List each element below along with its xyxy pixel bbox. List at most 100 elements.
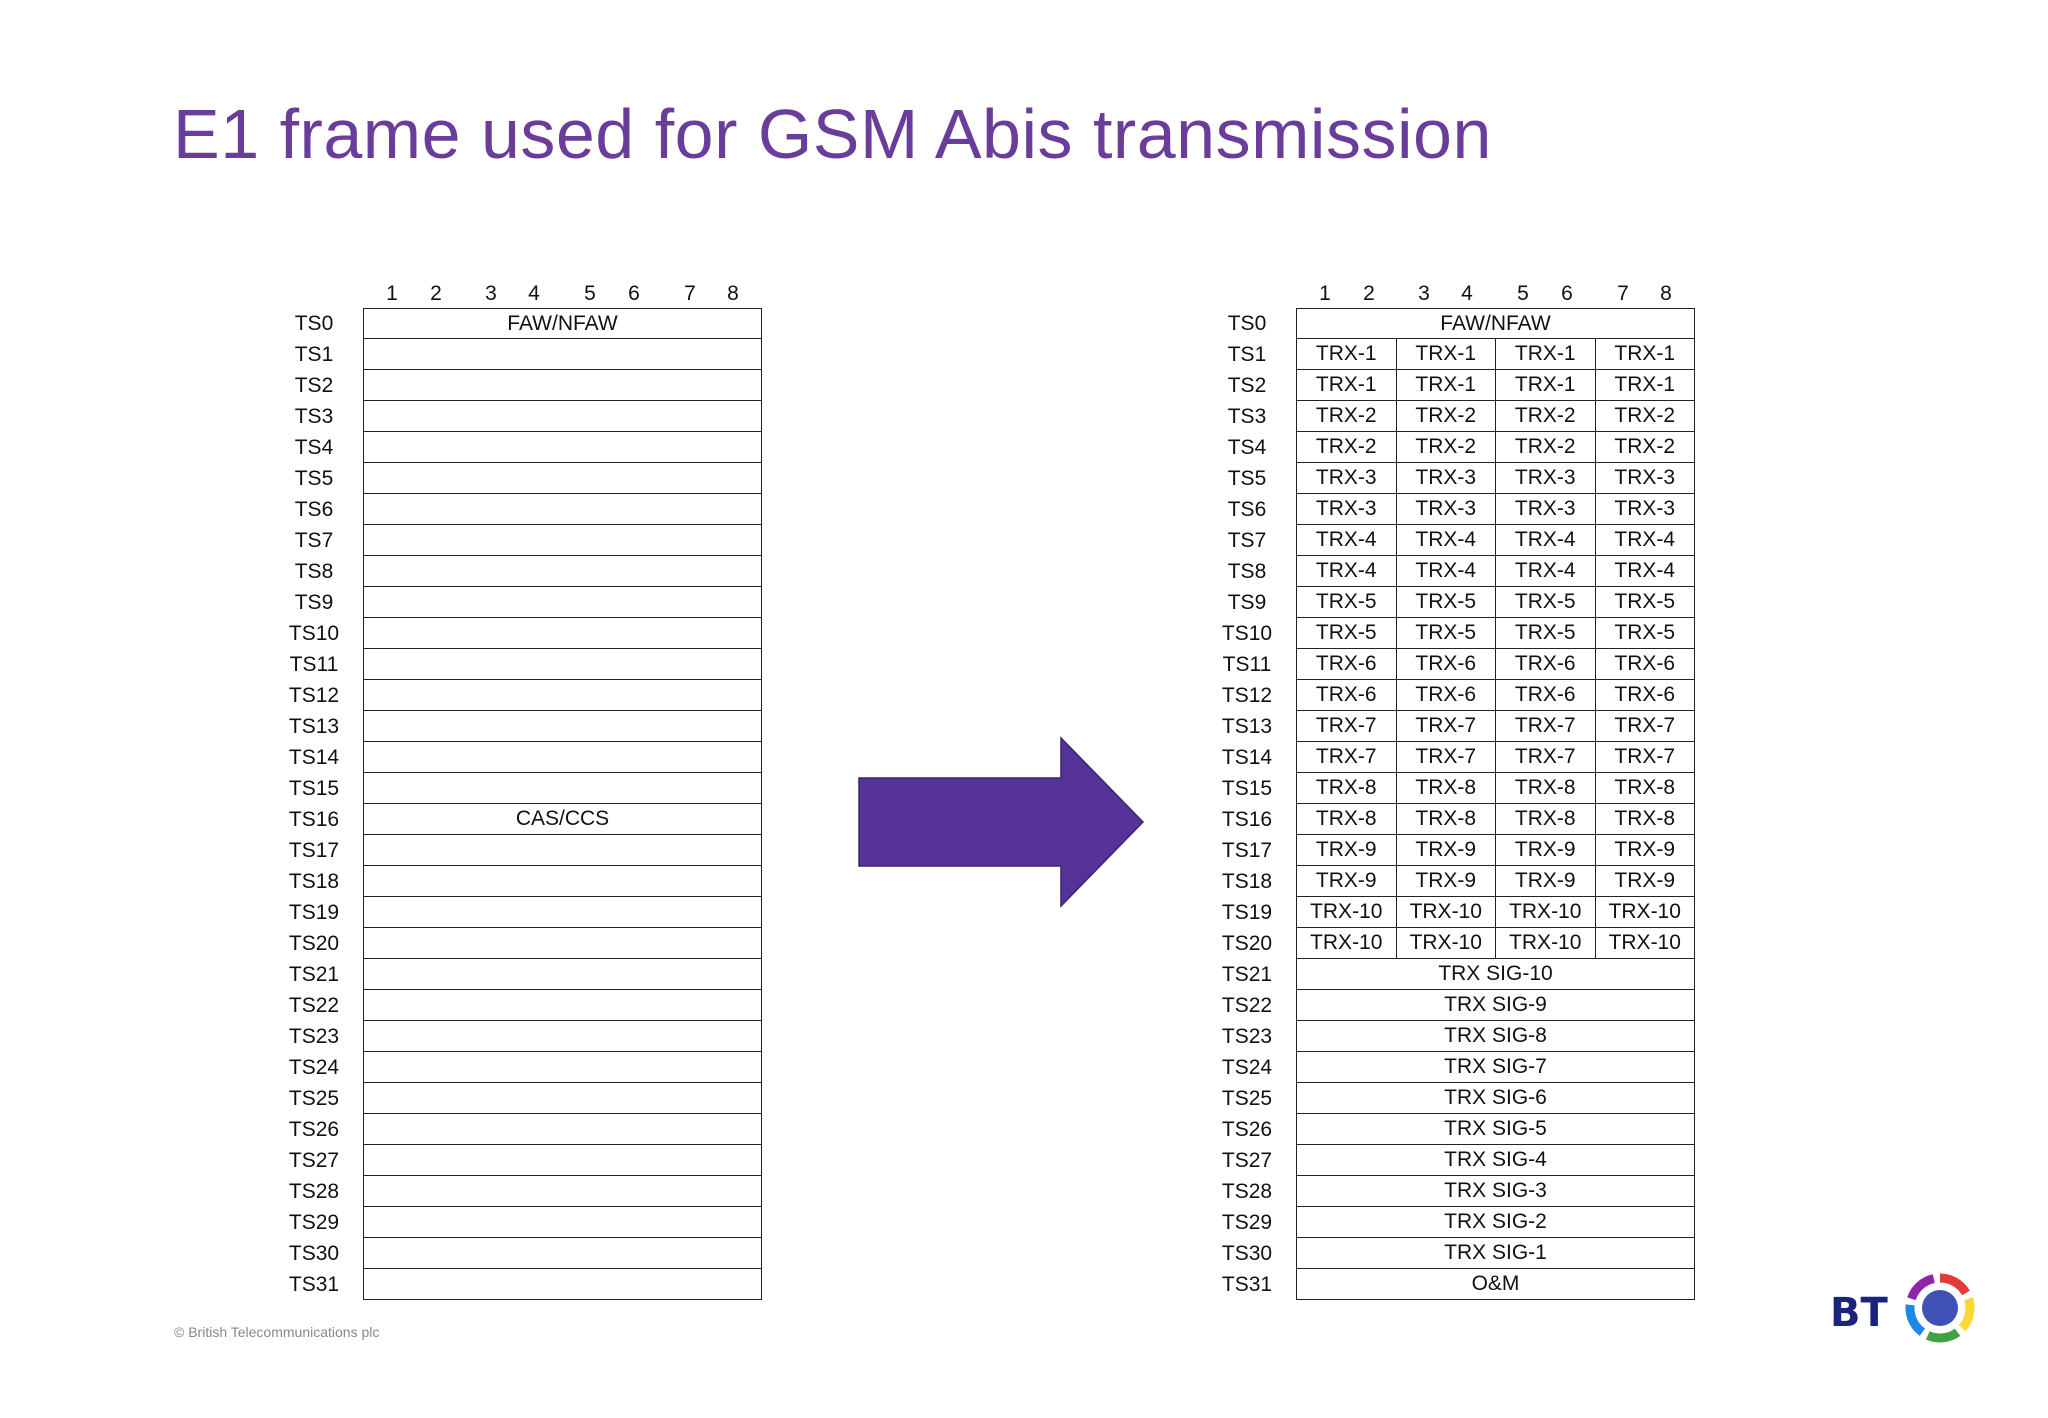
timeslot-cell: TRX-4 xyxy=(1594,525,1695,555)
timeslot-cell: TRX-7 xyxy=(1495,742,1595,772)
bt-logo-text: BT xyxy=(1830,1290,1888,1336)
timeslot-cell: TRX SIG-7 xyxy=(1444,1055,1547,1078)
arrow-shape xyxy=(858,736,1145,908)
timeslot-cells xyxy=(363,1114,762,1145)
timeslot-cell: TRX-10 xyxy=(1310,931,1383,954)
timeslot-label: TS13 xyxy=(1221,715,1273,738)
right-bit-number: 7 xyxy=(1617,282,1629,305)
timeslot-label: TS25 xyxy=(1221,1087,1273,1110)
left-timeslot-row: TS26 xyxy=(0,1114,2048,1145)
timeslot-cell: TRX-7 xyxy=(1395,742,1496,772)
timeslot-cell: TRX-5 xyxy=(1594,618,1695,648)
left-timeslot-row: TS31 xyxy=(0,1269,2048,1300)
timeslot-cell: TRX-3 xyxy=(1315,497,1377,520)
timeslot-cell: TRX-3 xyxy=(1395,463,1496,493)
timeslot-cells xyxy=(363,711,762,742)
timeslot-cells: FAW/NFAW xyxy=(1296,308,1695,339)
timeslot-cell: TRX-8 xyxy=(1594,804,1695,834)
timeslot-cells xyxy=(363,742,762,773)
page-title: E1 frame used for GSM Abis transmission xyxy=(173,95,1492,173)
timeslot-cell: TRX-7 xyxy=(1495,711,1595,741)
timeslot-label: TS2 xyxy=(1227,374,1267,397)
timeslot-cell: TRX-5 xyxy=(1495,587,1595,617)
timeslot-label: TS13 xyxy=(288,715,340,738)
left-bit-number: 5 xyxy=(584,282,596,305)
timeslot-cell: TRX-6 xyxy=(1594,680,1695,710)
timeslot-cell: TRX-4 xyxy=(1594,556,1695,586)
timeslot-cells xyxy=(363,1052,762,1083)
timeslot-label: TS22 xyxy=(288,994,340,1017)
timeslot-cells: CAS/CCS xyxy=(363,804,762,835)
right-bit-number: 4 xyxy=(1461,282,1473,305)
timeslot-label: TS20 xyxy=(288,932,340,955)
timeslot-cells: TRX SIG-4 xyxy=(1296,1145,1695,1176)
timeslot-label: TS21 xyxy=(288,963,340,986)
right-bit-number: 8 xyxy=(1660,282,1672,305)
timeslot-label: TS27 xyxy=(288,1149,340,1172)
timeslot-cells: TRX SIG-10 xyxy=(1296,959,1695,990)
timeslot-label: TS19 xyxy=(1221,901,1273,924)
timeslot-label: TS8 xyxy=(1227,560,1267,583)
timeslot-label: TS24 xyxy=(288,1056,340,1079)
left-timeslot-row: TS28 xyxy=(0,1176,2048,1207)
left-bit-number: 7 xyxy=(684,282,696,305)
left-bit-number: 8 xyxy=(727,282,739,305)
timeslot-label: TS14 xyxy=(1221,746,1273,769)
timeslot-cells: TRX SIG-3 xyxy=(1296,1176,1695,1207)
timeslot-cells xyxy=(363,401,762,432)
timeslot-cells xyxy=(363,587,762,618)
timeslot-cell: TRX-10 xyxy=(1495,928,1595,958)
timeslot-cell: FAW/NFAW xyxy=(507,312,618,335)
right-timeslot-row: TS23 TRX SIG-8 xyxy=(0,1021,2048,1052)
timeslot-cell: TRX-9 xyxy=(1495,835,1595,865)
left-timeslot-row: TS29 xyxy=(0,1207,2048,1238)
timeslot-label: TS4 xyxy=(1227,436,1267,459)
logo-ring-segment xyxy=(1939,1273,1970,1296)
left-timeslot-row: TS1 xyxy=(0,339,2048,370)
timeslot-cells xyxy=(363,1176,762,1207)
timeslot-cells xyxy=(363,463,762,494)
timeslot-cell: TRX-4 xyxy=(1315,528,1377,551)
timeslot-cell: TRX-10 xyxy=(1310,900,1383,923)
timeslot-cell: TRX-8 xyxy=(1395,773,1496,803)
left-timeslot-row: TS5 xyxy=(0,463,2048,494)
left-bit-number: 2 xyxy=(430,282,442,305)
timeslot-cell: TRX-7 xyxy=(1395,711,1496,741)
timeslot-label: TS7 xyxy=(294,529,334,552)
timeslot-cell: TRX-2 xyxy=(1495,432,1595,462)
timeslot-label: TS26 xyxy=(1221,1118,1273,1141)
timeslot-label: TS23 xyxy=(1221,1025,1273,1048)
timeslot-cells xyxy=(363,990,762,1021)
timeslot-cell: TRX-6 xyxy=(1395,649,1496,679)
timeslot-label: TS28 xyxy=(1221,1180,1273,1203)
timeslot-cell: TRX-9 xyxy=(1395,866,1496,896)
timeslot-cell: TRX-5 xyxy=(1395,618,1496,648)
timeslot-label: TS18 xyxy=(288,870,340,893)
timeslot-label: TS23 xyxy=(288,1025,340,1048)
timeslot-cell: TRX SIG-8 xyxy=(1444,1024,1547,1047)
timeslot-cells: FAW/NFAW xyxy=(363,308,762,339)
timeslot-cell: TRX-10 xyxy=(1495,897,1595,927)
timeslot-cell: TRX-2 xyxy=(1395,401,1496,431)
left-timeslot-row: TS20 xyxy=(0,928,2048,959)
timeslot-cell: TRX-2 xyxy=(1594,401,1695,431)
right-timeslot-row: TS28 TRX SIG-3 xyxy=(0,1176,2048,1207)
timeslot-label: TS8 xyxy=(294,560,334,583)
left-timeslot-row: TS22 xyxy=(0,990,2048,1021)
timeslot-cell: TRX-9 xyxy=(1315,869,1377,892)
timeslot-label: TS29 xyxy=(1221,1211,1273,1234)
timeslot-label: TS10 xyxy=(1221,622,1273,645)
timeslot-cells: TRX SIG-7 xyxy=(1296,1052,1695,1083)
timeslot-cell: TRX-5 xyxy=(1594,587,1695,617)
